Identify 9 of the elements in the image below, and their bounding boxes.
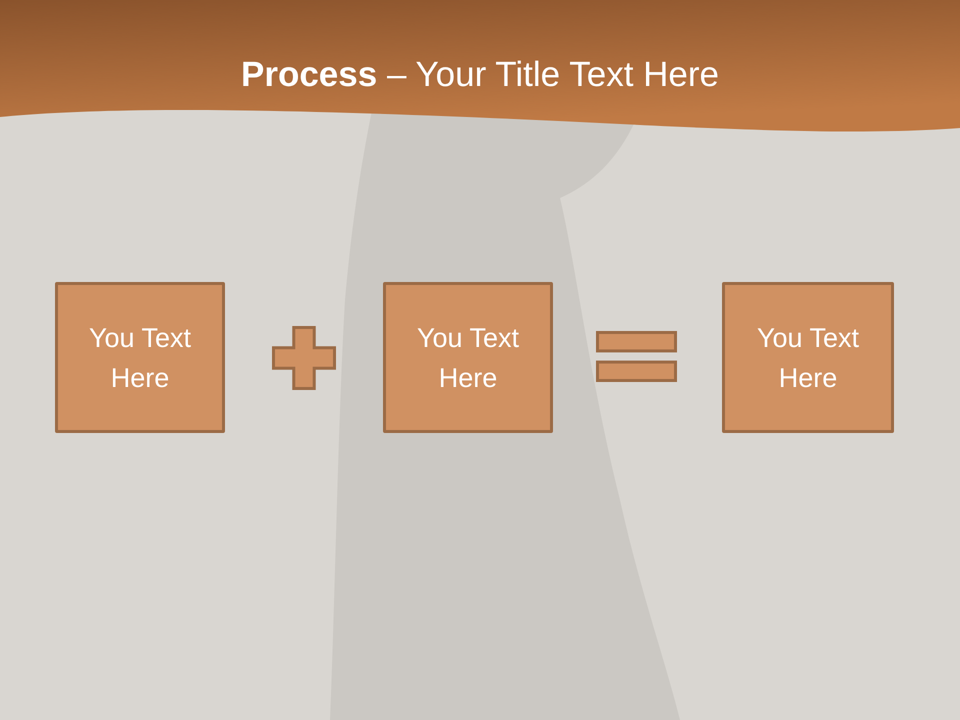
equals-icon: [596, 331, 677, 382]
process-box: [722, 282, 894, 433]
box-text: You Text Here: [416, 322, 520, 394]
box-text: You Text Here: [88, 322, 192, 394]
plus-icon: [272, 326, 336, 390]
slide-title: Process – Your Title Text Here: [241, 55, 719, 94]
box-text: You Text Here: [756, 322, 860, 394]
process-box: [383, 282, 553, 433]
process-box: [55, 282, 225, 433]
